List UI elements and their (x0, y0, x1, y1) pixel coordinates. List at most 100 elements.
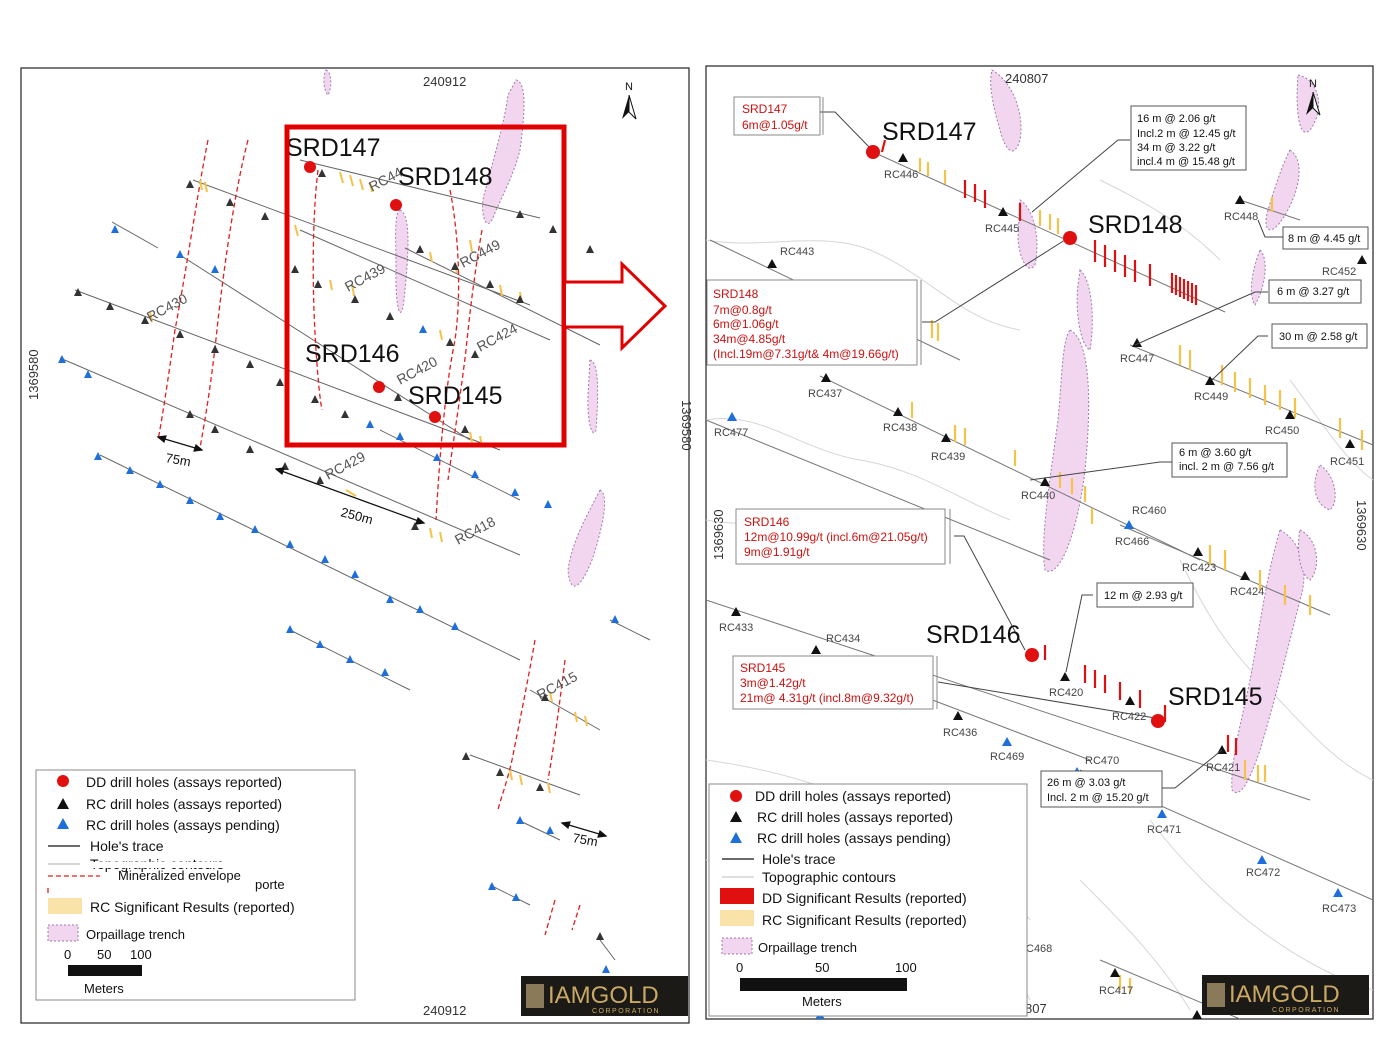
svg-text:DD drill holes (assays reporte: DD drill holes (assays reported) (86, 774, 282, 790)
hole-label: RC443 (780, 246, 814, 258)
svg-text:34m@4.85g/t: 34m@4.85g/t (713, 332, 786, 346)
left-map[interactable]: 240912 240912 1369580 1369580 N (0, 0, 700, 1040)
svg-text:Incl.2 m @ 12.45 g/t: Incl.2 m @ 12.45 g/t (1137, 128, 1236, 140)
rc-result-box: 26 m @ 3.03 g/t Incl. 2 m @ 15.20 g/t (1040, 770, 1163, 808)
hole-label: RC447 (1120, 353, 1154, 365)
dd-label-srd147: SRD147 (286, 134, 381, 162)
svg-text:Incl. 2 m @ 15.20 g/t: Incl. 2 m @ 15.20 g/t (1047, 792, 1149, 804)
svg-text:SRD148: SRD148 (713, 287, 759, 301)
svg-text:DD drill holes (assays reporte: DD drill holes (assays reported) (755, 788, 951, 804)
dd-label-srd147: SRD147 (882, 118, 977, 146)
dd-result-box: SRD148 7m@0.8g/t 6m@1.06g/t 34m@4.85g/t … (706, 279, 922, 366)
hole-label: RC448 (1224, 211, 1258, 223)
dd-label-srd148: SRD148 (1088, 211, 1183, 239)
svg-text:50: 50 (97, 947, 111, 962)
right-coord-bottom: 807 (1025, 1001, 1047, 1016)
left-coord-right: 1369580 (679, 400, 694, 451)
right-arrow-icon (566, 260, 668, 352)
rc-result-box: 30 m @ 2.58 g/t (1271, 323, 1368, 349)
hole-label: RC450 (1265, 425, 1299, 437)
svg-text:100: 100 (130, 947, 152, 962)
svg-text:34 m @ 3.22 g/t: 34 m @ 3.22 g/t (1137, 142, 1215, 154)
svg-text:8 m @ 4.45 g/t: 8 m @ 4.45 g/t (1288, 233, 1360, 245)
hole-label: RC469 (990, 751, 1024, 763)
svg-text:IAMGOLD: IAMGOLD (1229, 981, 1340, 1008)
left-coord-top: 240912 (423, 74, 466, 89)
svg-text:7m@0.8g/t: 7m@0.8g/t (713, 303, 773, 317)
hole-label: RC451 (1330, 456, 1364, 468)
dd-hole-markers[interactable] (866, 145, 1165, 728)
north-arrow-icon: N (1306, 78, 1321, 116)
svg-text:6m@1.05g/t: 6m@1.05g/t (742, 118, 808, 132)
rc-result-box: 6 m @ 3.27 g/t (1268, 279, 1362, 304)
left-coord-left: 1369580 (26, 349, 41, 400)
hole-label: RC439 (931, 451, 965, 463)
svg-text:SRD147: SRD147 (742, 102, 788, 116)
dd-hole-markers[interactable] (304, 161, 441, 423)
hole-label: RC437 (808, 388, 842, 400)
dd-label-srd146: SRD146 (305, 340, 400, 368)
hole-label: RC417 (1099, 985, 1133, 997)
svg-text:12 m @ 2.93 g/t: 12 m @ 2.93 g/t (1104, 590, 1182, 602)
right-coord-left: 1369630 (711, 509, 726, 560)
svg-text:RC drill holes (assays reporte: RC drill holes (assays reported) (757, 809, 953, 825)
hole-label: RC472 (1246, 867, 1280, 879)
svg-text:Orpaillage trench: Orpaillage trench (86, 927, 185, 942)
svg-text:incl. 2 m @ 7.56 g/t: incl. 2 m @ 7.56 g/t (1179, 461, 1274, 473)
svg-text:CORPORATION: CORPORATION (592, 1008, 660, 1015)
dd-label-srd146: SRD146 (926, 621, 1021, 649)
svg-text:30 m @ 2.58 g/t: 30 m @ 2.58 g/t (1279, 331, 1357, 343)
hole-label: RC423 (1182, 562, 1216, 574)
svg-text:Topographic contours: Topographic contours (762, 869, 896, 885)
hole-label: RC421 (1206, 762, 1240, 774)
dim-label: 75m (164, 450, 192, 469)
highlight-box (284, 124, 567, 448)
left-legend: DD drill holes (assays reported) RC dril… (35, 769, 356, 1001)
svg-text:Mineralized envelope: Mineralized envelope (118, 868, 241, 883)
hole-label: RC460 (1132, 505, 1166, 517)
svg-text:IAMGOLD: IAMGOLD (548, 982, 659, 1009)
rc-result-box: 16 m @ 2.06 g/t Incl.2 m @ 12.45 g/t 34 … (1130, 105, 1247, 171)
hole-label: RC440 (1021, 490, 1055, 502)
svg-text:0: 0 (736, 960, 743, 975)
svg-text:3m@1.42g/t: 3m@1.42g/t (740, 676, 806, 690)
svg-text:50: 50 (815, 960, 829, 975)
svg-text:CORPORATION: CORPORATION (1272, 1007, 1340, 1014)
iamgold-logo: IAMGOLD CORPORATION (521, 976, 688, 1016)
svg-text:RC drill holes (assays pending: RC drill holes (assays pending) (757, 830, 951, 846)
hole-label: RC452 (1322, 266, 1356, 278)
svg-text:porte: porte (255, 877, 285, 892)
leader-lines (820, 111, 1283, 789)
svg-text:6m@1.06g/t: 6m@1.06g/t (713, 317, 779, 331)
svg-text:RC drill holes (assays reporte: RC drill holes (assays reported) (86, 796, 282, 812)
svg-text:26 m @ 3.03 g/t: 26 m @ 3.03 g/t (1047, 777, 1125, 789)
left-coord-bottom: 240912 (423, 1003, 466, 1018)
hole-label: RC438 (883, 422, 917, 434)
svg-text:(Incl.19m@7.31g/t& 4m@19.66g/t: (Incl.19m@7.31g/t& 4m@19.66g/t) (713, 347, 899, 361)
svg-text:Meters: Meters (802, 994, 842, 1009)
svg-text:0: 0 (64, 947, 71, 962)
svg-text:6 m @ 3.60 g/t: 6 m @ 3.60 g/t (1179, 447, 1251, 459)
dd-result-box: SRD145 3m@1.42g/t 21m@ 4.31g/t (incl.8m@… (732, 655, 938, 710)
dd-label-srd145: SRD145 (1168, 683, 1263, 711)
right-map[interactable]: 240807 807 1369630 1369630 N (700, 0, 1387, 1040)
svg-text:RC Significant Results (report: RC Significant Results (reported) (90, 899, 295, 915)
svg-text:Orpaillage trench: Orpaillage trench (758, 940, 857, 955)
hole-label: RC424 (1230, 586, 1264, 598)
rc-reported-markers[interactable] (731, 153, 1367, 1019)
right-coord-right: 1369630 (1354, 500, 1369, 551)
dimension-markers (156, 435, 608, 838)
svg-text:9m@1.91g/t: 9m@1.91g/t (744, 545, 810, 559)
hole-label: RC422 (1112, 711, 1146, 723)
rc-reported-markers[interactable] (74, 169, 604, 940)
svg-text:SRD145: SRD145 (740, 661, 786, 675)
hole-label: RC446 (884, 169, 918, 181)
rc-pending-markers[interactable] (58, 225, 619, 973)
svg-text:21m@ 4.31g/t (incl.8m@9.32g/t: 21m@ 4.31g/t (incl.8m@9.32g/t) (740, 691, 914, 705)
iamgold-logo: IAMGOLD CORPORATION (1202, 975, 1369, 1015)
hole-traces (59, 159, 651, 961)
svg-text:N: N (625, 81, 633, 93)
dim-label: 75m (571, 830, 599, 849)
hole-label: RC420 (1049, 687, 1083, 699)
hole-label: RC466 (1115, 536, 1149, 548)
